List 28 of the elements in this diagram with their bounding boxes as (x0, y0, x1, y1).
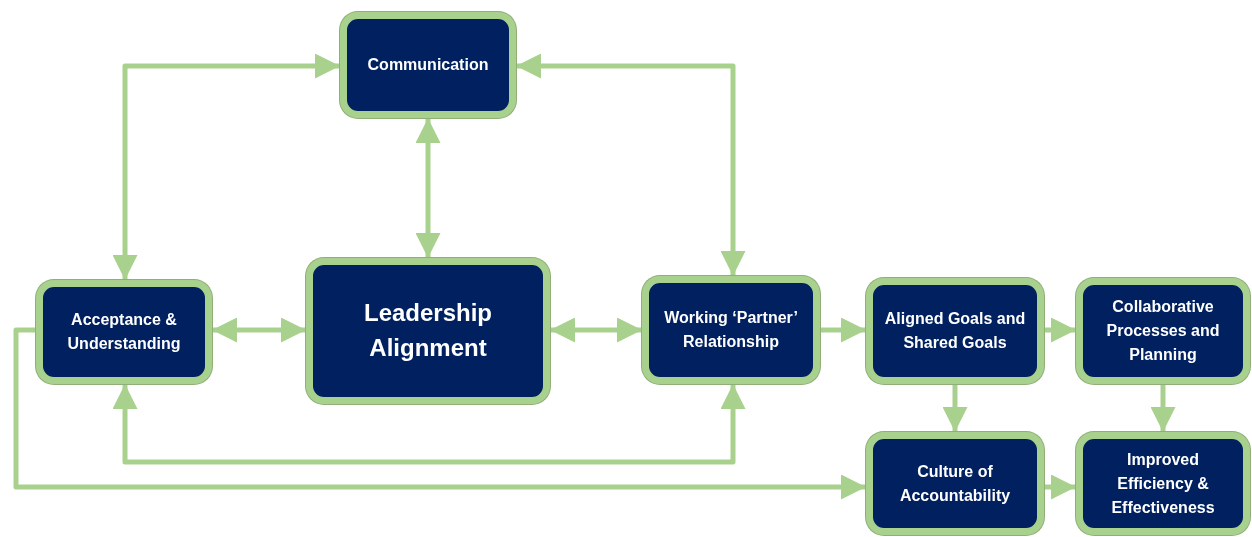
arrow (942, 384, 968, 432)
process-box (306, 258, 550, 404)
box-label: Leadership Alignment (362, 298, 493, 363)
box-label: Culture of Accountability (898, 461, 1012, 506)
arrow (415, 118, 441, 258)
arrow (550, 317, 642, 343)
box-label: Aligned Goals and Shared Goals (883, 309, 1027, 353)
arrow (13, 327, 866, 500)
box-label: Communication (367, 55, 489, 75)
process-box (642, 276, 820, 384)
arrow (1044, 474, 1076, 500)
process-box (866, 278, 1044, 384)
box-label: Acceptance & Understanding (66, 310, 182, 354)
box-label: Improved Efficiency & Effectiveness (1110, 449, 1216, 518)
arrow (212, 317, 306, 343)
process-box (36, 280, 212, 384)
process-box (1076, 278, 1250, 384)
process-box (340, 12, 516, 118)
arrow (1044, 317, 1076, 343)
box-label: Collaborative Processes and Planning (1105, 297, 1221, 365)
process-box (1076, 432, 1250, 535)
arrow (112, 384, 746, 465)
arrow (112, 53, 340, 280)
arrow (516, 53, 746, 276)
arrow (820, 317, 866, 343)
process-box (866, 432, 1044, 535)
arrow (1150, 384, 1176, 432)
box-label: Working ‘Partner’ Relationship (663, 308, 799, 352)
